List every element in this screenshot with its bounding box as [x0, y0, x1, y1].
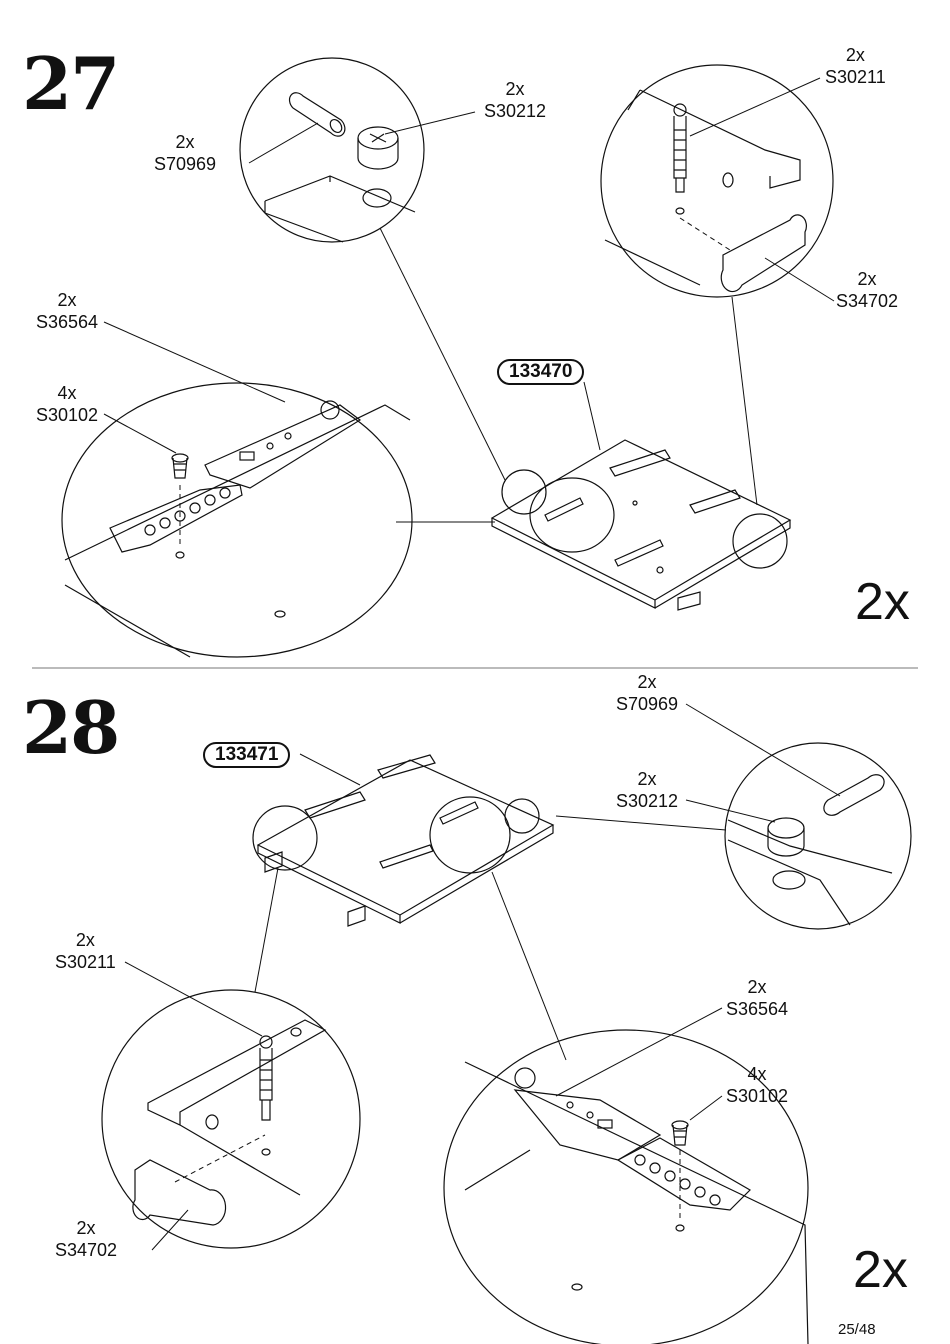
- callout-s30212: 2x S30212: [616, 768, 678, 812]
- callout-code: S30211: [55, 952, 116, 972]
- cam-lock-icon: [767, 817, 805, 857]
- panel-icon: [252, 753, 555, 927]
- callout-qty: 4x: [57, 383, 77, 403]
- callout-code: S30211: [825, 67, 886, 87]
- drawer-slide-icon: [513, 1067, 751, 1211]
- callout-qty: 2x: [857, 269, 877, 289]
- panel-icon: [490, 381, 792, 611]
- callout-qty: 4x: [747, 1064, 767, 1084]
- callout-qty: 2x: [57, 290, 77, 310]
- callout-s30102: 4x S30102: [726, 1063, 788, 1107]
- callout-qty: 2x: [175, 132, 195, 152]
- callout-code: S34702: [836, 291, 899, 311]
- callout-qty: 2x: [505, 79, 525, 99]
- callout-code: S34702: [55, 1240, 118, 1260]
- screw-icon: [171, 453, 189, 479]
- callout-code: S70969: [616, 694, 679, 714]
- drawer-slide-icon: [109, 400, 362, 553]
- cam-bolt-icon: [673, 103, 687, 193]
- callout-s70969: 2x S70969: [154, 131, 216, 175]
- callout-code: S30212: [484, 101, 547, 121]
- detail-circle-bolt-cap-27: [600, 64, 835, 506]
- callout-s30211: 2x S30211: [55, 929, 116, 973]
- detail-ellipse-slide-28: [443, 871, 809, 1344]
- cam-lock-icon: [357, 126, 399, 170]
- page-number: 25/48: [838, 1321, 876, 1338]
- callout-code: S36564: [36, 312, 99, 332]
- callout-s30102: 4x S30102: [36, 382, 98, 426]
- step-multiplier: 2x: [855, 573, 910, 631]
- callout-qty: 2x: [747, 977, 767, 997]
- callout-qty: 2x: [637, 672, 657, 692]
- callout-s34702: 2x S34702: [55, 1217, 117, 1261]
- plastic-cap-icon: [132, 1159, 227, 1226]
- wood-dowel-icon: [823, 774, 885, 816]
- callout-s36564: 2x S36564: [36, 289, 98, 333]
- plastic-cap-icon: [720, 214, 807, 293]
- callout-s34702: 2x S34702: [836, 268, 898, 312]
- step-number: 28: [22, 685, 120, 770]
- part-number-badge: 133470: [497, 359, 585, 385]
- callout-code: S30212: [616, 791, 679, 811]
- callout-code: S30102: [36, 405, 99, 425]
- callout-code: S70969: [154, 154, 217, 174]
- detail-circle-cam-dowel-27: [239, 57, 506, 481]
- detail-ellipse-slide-27: [61, 321, 495, 658]
- detail-circle-bolt-cap-28: [101, 867, 361, 1251]
- cam-bolt-icon: [259, 1035, 273, 1121]
- screw-icon: [671, 1120, 689, 1146]
- callout-code: S36564: [726, 999, 789, 1019]
- callout-qty: 2x: [76, 1218, 96, 1238]
- detail-circle-cam-dowel-28: [555, 703, 912, 930]
- callout-qty: 2x: [75, 930, 95, 950]
- part-number-badge: 133471: [203, 742, 291, 768]
- callout-code: S30102: [726, 1086, 789, 1106]
- callout-s70969: 2x S70969: [616, 671, 678, 715]
- callout-s30212: 2x S30212: [484, 78, 546, 122]
- callout-qty: 2x: [845, 45, 865, 65]
- callout-s36564: 2x S36564: [726, 976, 788, 1020]
- step-multiplier: 2x: [853, 1241, 908, 1299]
- callout-qty: 2x: [637, 769, 657, 789]
- callout-s30211: 2x S30211: [825, 44, 886, 88]
- step-number: 27: [22, 41, 120, 126]
- wood-dowel-icon: [288, 92, 346, 137]
